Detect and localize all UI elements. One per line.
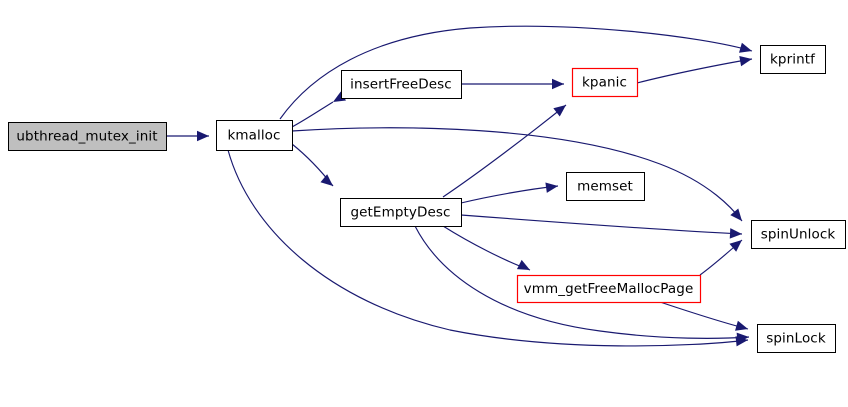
edge-kmalloc-to-kprintf xyxy=(279,25,753,120)
node-label-spinLock: spinLock xyxy=(766,331,826,347)
arrowhead-kmalloc-to-insertFreeDesc xyxy=(333,91,346,102)
arrowhead-vmm_getFreeMallocPage-to-spinUnlock xyxy=(729,240,742,252)
edge-getEmptyDesc-to-spinUnlock xyxy=(460,214,743,235)
edge-getEmptyDesc-to-memset xyxy=(460,185,559,204)
node-box-vmm_getFreeMallocPage[interactable] xyxy=(516,274,702,304)
node-label-getEmptyDesc: getEmptyDesc xyxy=(350,205,450,221)
arrowhead-getEmptyDesc-to-kpanic xyxy=(553,105,566,117)
edge-kpanic-to-kprintf xyxy=(636,58,753,84)
arrowhead-kpanic-to-kprintf xyxy=(739,55,752,67)
arrowhead-vmm_getFreeMallocPage-to-spinLock xyxy=(735,320,748,331)
arrowhead-getEmptyDesc-to-spinLock xyxy=(736,332,749,344)
node-box-spinLock[interactable] xyxy=(757,324,836,353)
node-label-memset: memset xyxy=(577,179,633,195)
edge-kmalloc-to-spinLock xyxy=(227,149,749,347)
node-box-kpanic[interactable] xyxy=(571,67,639,98)
edge-getEmptyDesc-to-vmm_getFreeMallocPage xyxy=(442,225,531,271)
arrowhead-getEmptyDesc-to-memset xyxy=(545,182,558,193)
node-getEmptyDesc[interactable]: getEmptyDesc xyxy=(340,198,462,227)
arrowhead-getEmptyDesc-to-spinUnlock xyxy=(729,228,742,239)
arrowhead-kmalloc-to-kprintf xyxy=(739,42,752,53)
node-label-insertFreeDesc: insertFreeDesc xyxy=(350,77,452,93)
arrowhead-insertFreeDesc-to-kpanic xyxy=(552,78,564,90)
node-spinUnlock[interactable]: spinUnlock xyxy=(751,220,846,249)
node-box-kmalloc[interactable] xyxy=(216,120,293,151)
node-kmalloc[interactable]: kmalloc xyxy=(216,120,293,151)
arrowhead-ubthread_mutex_init-to-kmalloc xyxy=(197,130,209,142)
node-box-spinUnlock[interactable] xyxy=(751,220,846,249)
edge-getEmptyDesc-to-kpanic xyxy=(442,104,567,198)
edge-getEmptyDesc-to-spinLock xyxy=(414,225,750,339)
arrowhead-getEmptyDesc-to-vmm_getFreeMallocPage xyxy=(516,259,530,270)
edge-kmalloc-to-spinUnlock xyxy=(291,127,743,222)
node-label-kprintf: kprintf xyxy=(770,52,816,68)
node-box-insertFreeDesc[interactable] xyxy=(341,70,462,99)
node-label-kpanic: kpanic xyxy=(582,75,627,91)
node-box-kprintf[interactable] xyxy=(760,45,826,74)
nodes-layer: ubthread_mutex_init kmalloc insertFreeDesc… xyxy=(8,45,846,353)
node-insertFreeDesc[interactable]: insertFreeDesc xyxy=(341,70,462,99)
node-box-getEmptyDesc[interactable] xyxy=(340,198,462,227)
node-label-vmm_getFreeMallocPage: vmm_getFreeMallocPage xyxy=(524,281,694,297)
node-label-spinUnlock: spinUnlock xyxy=(761,227,836,243)
node-memset[interactable]: memset xyxy=(566,172,645,201)
node-vmm_getFreeMallocPage[interactable]: vmm_getFreeMallocPage xyxy=(516,274,702,304)
node-label-kmalloc: kmalloc xyxy=(227,128,280,144)
arrowheads-layer xyxy=(197,42,752,347)
edge-vmm_getFreeMallocPage-to-spinLock xyxy=(659,301,749,330)
arrowhead-kmalloc-to-getEmptyDesc xyxy=(320,174,333,186)
node-label-ubthread_mutex_init: ubthread_mutex_init xyxy=(16,129,157,145)
node-box-ubthread_mutex_init[interactable] xyxy=(8,122,167,151)
node-kprintf[interactable]: kprintf xyxy=(760,45,826,74)
node-box-memset[interactable] xyxy=(566,172,645,201)
node-spinLock[interactable]: spinLock xyxy=(757,324,836,353)
node-kpanic[interactable]: kpanic xyxy=(571,67,639,98)
node-ubthread_mutex_init[interactable]: ubthread_mutex_init xyxy=(8,122,167,151)
arrowhead-kmalloc-to-spinUnlock xyxy=(730,208,742,221)
edge-kmalloc-to-insertFreeDesc xyxy=(291,101,334,128)
